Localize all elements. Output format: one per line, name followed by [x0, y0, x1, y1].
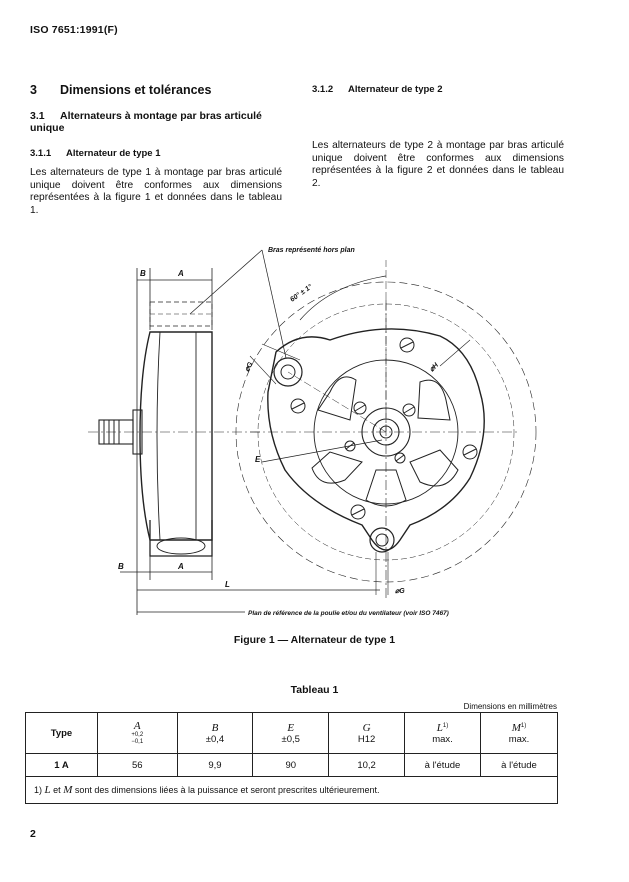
table-footnote: 1) L et M sont des dimensions liées à la…: [25, 776, 558, 804]
header-g-tol: H12: [357, 733, 376, 745]
dim-label-phig-top: ⌀G: [244, 361, 255, 373]
header-b-tol: ±0,4: [205, 733, 225, 745]
header-l-tol: max.: [432, 733, 453, 745]
section-number: 3.1: [30, 110, 45, 122]
header-l-footnote-ref: 1): [442, 722, 449, 729]
header-g: G H12: [328, 712, 405, 754]
header-e: E ±0,5: [252, 712, 330, 754]
table-header-row: Type A +0,2 −0,1 B ±0,4 E ±0,5 G H12 L1)…: [25, 712, 559, 754]
footnote-symbol-m: M: [63, 784, 73, 796]
header-a-tol-upper: +0,2: [131, 732, 144, 738]
table-units: Dimensions en millimètres: [463, 702, 557, 711]
header-m-symbol: M: [511, 721, 521, 734]
cell-a: 56: [96, 753, 178, 777]
header-a: A +0,2 −0,1: [96, 712, 178, 754]
section-3-heading: 3 Dimensions et tolérances: [30, 83, 211, 97]
header-m: M1) max.: [479, 712, 559, 754]
section-title: Dimensions et tolérances: [60, 83, 212, 97]
header-b: B ±0,4: [176, 712, 254, 754]
cell-m: à l'étude: [479, 753, 559, 777]
header-l-symbol: L: [436, 721, 443, 734]
reference-plane-label: Plan de référence de la poulie et/ou du …: [248, 610, 449, 617]
page-number: 2: [30, 828, 36, 840]
dim-label-b-bottom: B: [118, 562, 124, 571]
angle-label: 60° ± 1°: [289, 283, 314, 304]
footnote-conjunction: et: [53, 785, 61, 795]
arm-note-label: Bras représenté hors plan: [268, 247, 355, 254]
header-b-symbol: B: [211, 721, 219, 734]
dim-label-b-top: B: [140, 269, 146, 278]
dimensions-table: Type A +0,2 −0,1 B ±0,4 E ±0,5 G H12 L1)…: [25, 712, 559, 804]
section-number: 3.1.1: [30, 148, 52, 159]
section-title: Alternateur de type 1: [66, 148, 161, 159]
cell-b: 9,9: [176, 753, 254, 777]
table-row: 1 A 56 9,9 90 10,2 à l'étude à l'étude: [25, 753, 559, 777]
table-title: Tableau 1: [290, 684, 339, 696]
section-3-1-2-paragraph: Les alternateurs de type 2 à montage par…: [312, 140, 564, 189]
header-m-footnote-ref: 1): [520, 722, 527, 729]
dim-label-e: E: [255, 455, 261, 464]
footnote-marker: 1): [34, 785, 43, 795]
cell-l: à l'étude: [403, 753, 481, 777]
section-3-1-2-heading: 3.1.2 Alternateur de type 2: [312, 84, 443, 95]
figure-caption: Figure 1 — Alternateur de type 1: [233, 634, 396, 646]
section-3-1-1-heading: 3.1.1 Alternateur de type 1: [30, 148, 161, 159]
table-footnote-row: 1) L et M sont des dimensions liées à la…: [25, 776, 558, 804]
section-title: Alternateurs à montage par bras articulé…: [30, 110, 262, 134]
cell-type: 1 A: [25, 753, 98, 777]
section-title: Alternateur de type 2: [348, 84, 443, 95]
dim-label-a-top: A: [177, 269, 184, 278]
cell-g: 10,2: [328, 753, 405, 777]
header-l: L1) max.: [403, 712, 481, 754]
footnote-text: sont des dimensions liées à la puissance…: [74, 785, 380, 795]
header-a-symbol: A: [133, 720, 141, 732]
dim-label-a-bottom: A: [177, 562, 184, 571]
header-g-symbol: G: [362, 721, 371, 734]
section-number: 3.1.2: [312, 84, 334, 95]
section-3-1-1-paragraph: Les alternateurs de type 1 à montage par…: [30, 167, 282, 216]
dim-label-phig-bottom: ⌀G: [395, 588, 405, 595]
dim-label-l: L: [225, 580, 230, 589]
header-a-tol-lower: −0,1: [131, 739, 144, 745]
header-e-tol: ±0,5: [281, 733, 300, 745]
cell-e: 90: [252, 753, 330, 777]
footnote-symbol-l: L: [44, 784, 51, 796]
document-header: ISO 7651:1991(F): [30, 24, 118, 36]
header-e-symbol: E: [287, 721, 295, 734]
section-number: 3: [30, 83, 37, 97]
header-type: Type: [25, 712, 98, 754]
header-m-tol: max.: [508, 733, 530, 745]
dim-label-phih: ⌀H: [428, 361, 440, 373]
